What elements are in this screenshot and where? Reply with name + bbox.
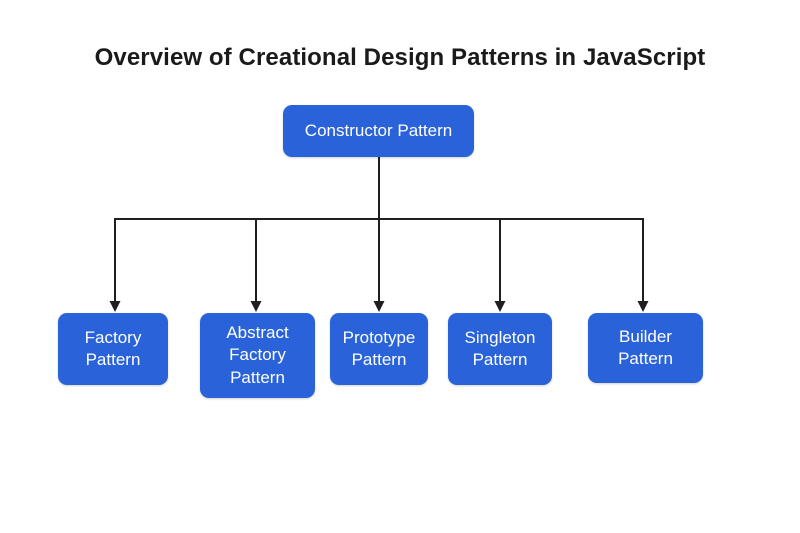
node-constructor-pattern: Constructor Pattern [283, 105, 474, 157]
connector-rail [114, 218, 644, 303]
arrowhead-prototype [373, 301, 385, 312]
arrowhead-factory [109, 301, 121, 312]
node-abstract-factory-pattern: Abstract Factory Pattern [200, 313, 315, 398]
node-prototype-pattern: Prototype Pattern [330, 313, 428, 385]
node-builder-pattern: Builder Pattern [588, 313, 703, 383]
arrowhead-abstract-factory [250, 301, 262, 312]
node-singleton-pattern: Singleton Pattern [448, 313, 552, 385]
arrowhead-singleton [494, 301, 506, 312]
diagram-title: Overview of Creational Design Patterns i… [94, 44, 706, 71]
arrowhead-builder [637, 301, 649, 312]
node-factory-pattern: Factory Pattern [58, 313, 168, 385]
